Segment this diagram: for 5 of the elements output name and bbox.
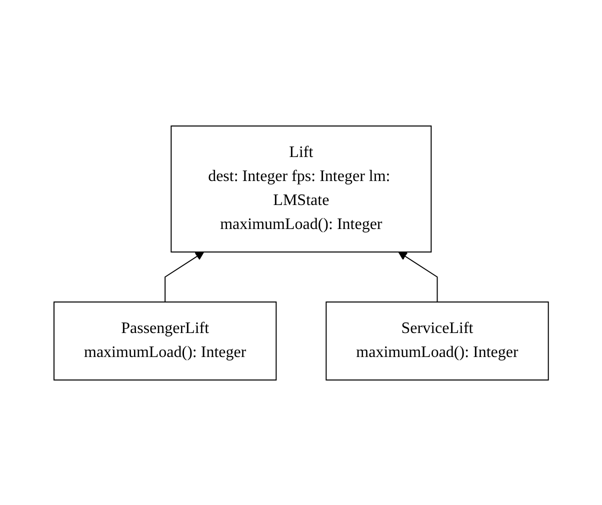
node-box: Lift dest: Integer fps: Integer lm: LMState maximumLoad(): Integer: [170, 125, 432, 252]
node-box: PassengerLift maximumLoad(): Integer: [53, 301, 276, 380]
arrow: [164, 251, 204, 302]
node-box: ServiceLift maximumLoad(): Integer: [326, 301, 549, 380]
arrow: [398, 251, 438, 302]
